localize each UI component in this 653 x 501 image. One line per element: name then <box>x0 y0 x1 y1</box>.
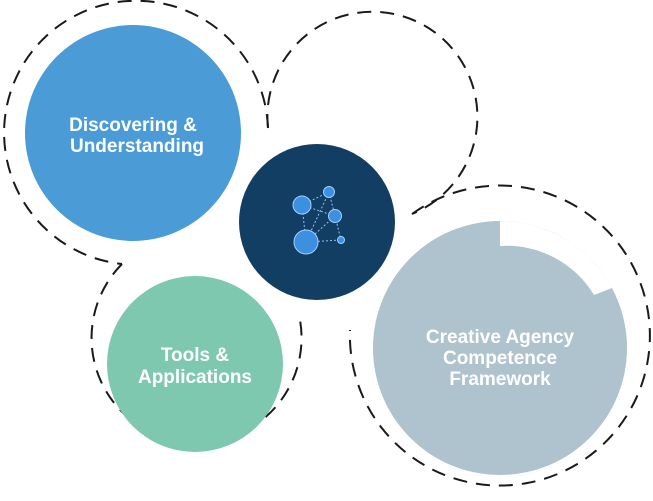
discovering-circle <box>25 25 241 241</box>
network-icon <box>292 186 345 255</box>
framework-label-line1: Creative Agency <box>426 327 575 348</box>
framework-dashed-ring <box>348 184 651 487</box>
hub-dashed-ring <box>266 10 479 215</box>
hub-node <box>239 144 395 300</box>
tools-label-line1: Tools & <box>161 345 230 366</box>
framework-label-line3: Framework <box>449 369 551 390</box>
framework-node: Creative Agency Competence Framework <box>373 220 627 475</box>
hub-circle <box>239 144 395 300</box>
framework-notch <box>500 220 612 295</box>
discovering-label-line2: Understanding <box>70 136 204 157</box>
framework-circle <box>373 221 627 475</box>
framework-label-line2: Competence <box>443 348 557 369</box>
discovering-dashed-ring <box>3 0 269 265</box>
tools-label-line2: Applications <box>138 367 252 388</box>
discovering-label-line1: Discovering & <box>69 115 197 136</box>
tools-node: Tools & Applications <box>107 276 283 452</box>
tools-circle <box>107 276 283 452</box>
discovering-node: Discovering & Understanding <box>25 25 241 241</box>
